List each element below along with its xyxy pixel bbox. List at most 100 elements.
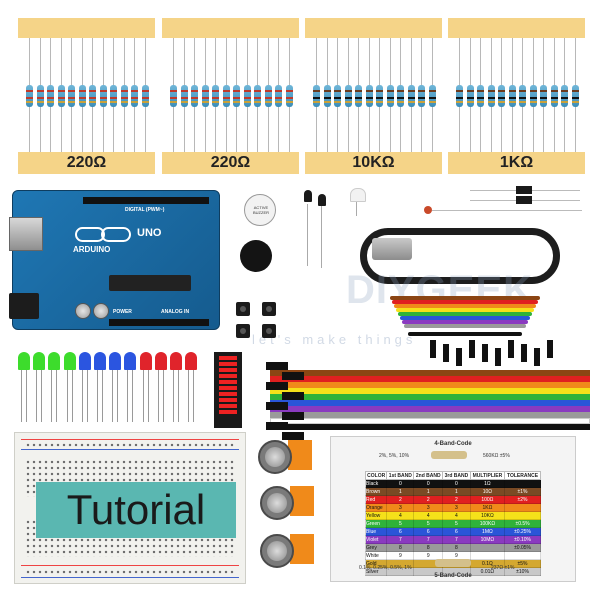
ribbon-connector xyxy=(282,372,304,380)
push-button xyxy=(236,324,250,338)
resistor xyxy=(243,85,251,107)
resistor xyxy=(222,85,230,107)
table-cell: ±0.05% xyxy=(504,543,541,552)
resistor xyxy=(323,85,331,107)
led xyxy=(94,352,106,370)
table-cell xyxy=(504,511,541,520)
usb-cable xyxy=(360,228,560,284)
ribbon-wire xyxy=(270,424,590,430)
table-cell: 10MΩ xyxy=(469,535,506,544)
table-cell: 5 xyxy=(442,519,471,528)
ribbon-wire xyxy=(270,382,590,388)
temperature-sensor xyxy=(318,194,326,206)
table-cell: Red xyxy=(364,495,388,504)
arduino-brand: ARDUINO xyxy=(73,245,111,254)
ribbon-wire xyxy=(270,406,590,412)
jumper-wire xyxy=(404,324,526,328)
table-cell: ±1% xyxy=(504,487,541,496)
resistor-value-label: 220Ω xyxy=(18,152,155,174)
led-leg xyxy=(97,370,98,422)
resistor xyxy=(428,85,436,107)
microcontroller-chip xyxy=(109,275,191,291)
table-cell: Brown xyxy=(364,487,388,496)
led-leg xyxy=(162,370,164,422)
jumper-pin xyxy=(495,348,501,366)
jumper-wire xyxy=(402,320,528,324)
resistor xyxy=(254,85,261,107)
table-cell: 5 xyxy=(413,519,444,528)
led-leg xyxy=(21,370,22,422)
ribbon-connector xyxy=(266,382,288,390)
resistor-value-label: 1KΩ xyxy=(448,152,585,174)
table-cell xyxy=(469,551,506,560)
jumper-pin xyxy=(430,340,436,358)
four-band-title: 4-Band-Code xyxy=(434,441,472,447)
ribbon-connector xyxy=(266,422,288,430)
passive-buzzer xyxy=(240,240,272,272)
resistor xyxy=(191,85,198,107)
led-bar-graph xyxy=(214,352,242,428)
capacitor xyxy=(75,303,91,319)
five-band-tolerances: 0.1%, 0.25%, 0.5%, 1% xyxy=(359,565,412,571)
resistor xyxy=(386,85,394,107)
resistor xyxy=(141,85,149,107)
led xyxy=(124,352,137,370)
resistor xyxy=(456,85,463,107)
table-header: 2nd BAND xyxy=(413,471,444,480)
ribbon-connector xyxy=(266,362,288,370)
resistor-strip: 220Ω xyxy=(18,18,155,174)
led-leads xyxy=(356,202,357,216)
jumper-wire xyxy=(394,304,536,308)
tutorial-label: Tutorial xyxy=(36,482,236,538)
table-cell xyxy=(504,479,541,488)
table-cell: 1KΩ xyxy=(469,503,506,512)
jumper-wire xyxy=(390,296,540,300)
jumper-wire xyxy=(406,328,524,332)
table-header: 1st BAND xyxy=(386,471,415,480)
arduino-logo-icon xyxy=(101,227,131,242)
resistor xyxy=(365,85,373,107)
led-leg xyxy=(173,370,174,422)
active-buzzer: ACTIVE BUZZER xyxy=(244,194,276,226)
table-cell: 4 xyxy=(442,511,471,520)
table-cell: 3 xyxy=(386,503,415,512)
sensor-leads xyxy=(307,204,308,266)
jumper-wire xyxy=(392,300,538,304)
led-leg xyxy=(112,370,114,422)
photoresistor xyxy=(424,206,432,214)
led xyxy=(78,352,91,370)
table-cell: 7 xyxy=(386,535,415,544)
led xyxy=(33,352,46,370)
table-header: COLOR xyxy=(364,471,388,480)
table-cell xyxy=(504,503,541,512)
table-cell: 8 xyxy=(413,543,444,552)
led-leg xyxy=(147,370,149,422)
sensor-leads xyxy=(321,206,322,268)
rgb-led xyxy=(350,188,366,202)
ribbon-connector xyxy=(282,432,304,440)
led-leg xyxy=(56,370,58,422)
five-band-example: 237Ω ±1% xyxy=(491,565,515,571)
led xyxy=(185,352,198,370)
table-cell: White xyxy=(364,551,388,560)
ribbon-wire xyxy=(270,370,590,376)
table-cell: Green xyxy=(364,519,388,528)
led-leg xyxy=(36,370,38,422)
led-leg xyxy=(142,370,144,422)
table-cell: Violet xyxy=(364,535,388,544)
resistor xyxy=(201,85,209,107)
power-jack xyxy=(9,293,39,319)
led-leg xyxy=(102,370,103,422)
resistor xyxy=(36,85,44,107)
table-cell: ±10% xyxy=(504,567,541,576)
usb-port xyxy=(9,217,43,251)
table-cell: Orange xyxy=(364,503,388,512)
resistor xyxy=(418,85,425,107)
led-leg xyxy=(117,370,119,422)
